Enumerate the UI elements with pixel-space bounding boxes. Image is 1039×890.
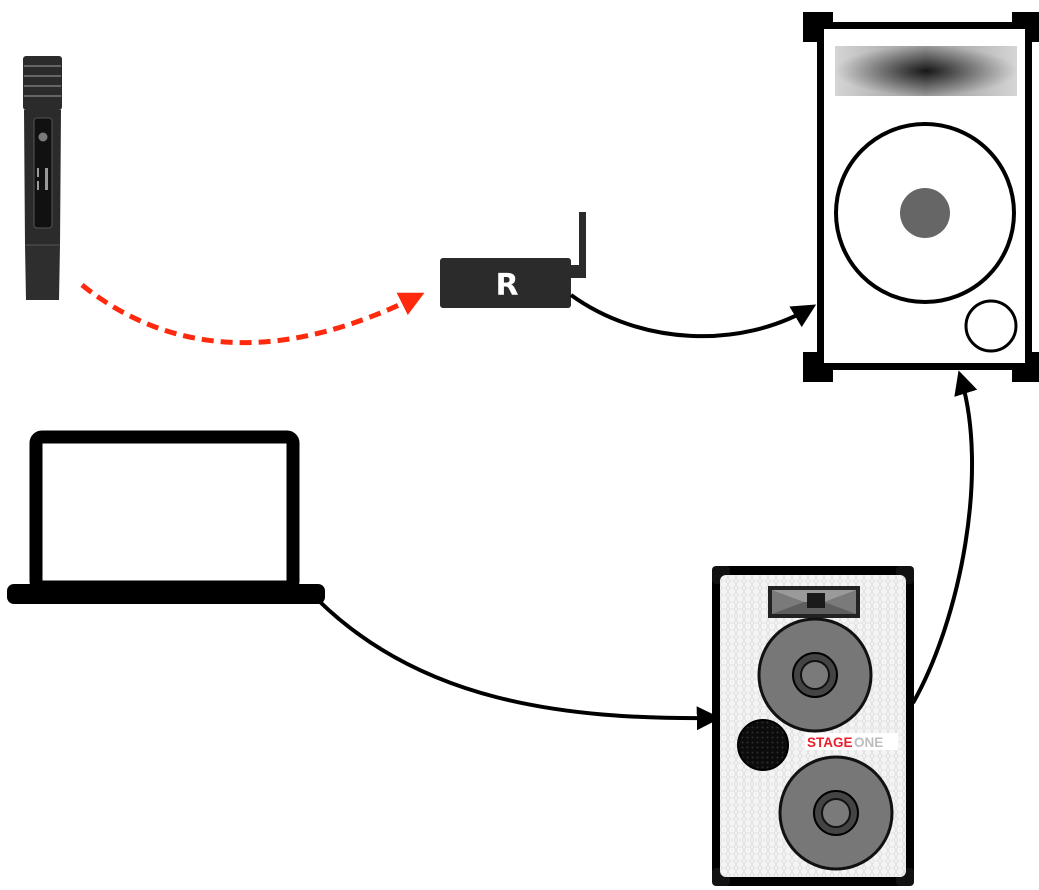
- laptop-to-speaker-cable: [316, 598, 721, 731]
- brand-label-stage: STAGE: [807, 735, 853, 750]
- brand-label-one: ONE: [854, 735, 883, 750]
- monitor-speaker-icon: [803, 12, 1039, 382]
- wireless-receiver-icon: R: [440, 212, 586, 308]
- receiver-to-monitor-cable: [569, 293, 817, 339]
- laptop-icon: [7, 430, 325, 604]
- wireless-microphone-icon: [23, 56, 62, 300]
- receiver-label: R: [495, 268, 518, 303]
- speaker-to-monitor-cable: [911, 370, 978, 704]
- wireless-signal-link: [80, 283, 425, 345]
- stage-speaker-icon: STAGE ONE: [712, 566, 914, 886]
